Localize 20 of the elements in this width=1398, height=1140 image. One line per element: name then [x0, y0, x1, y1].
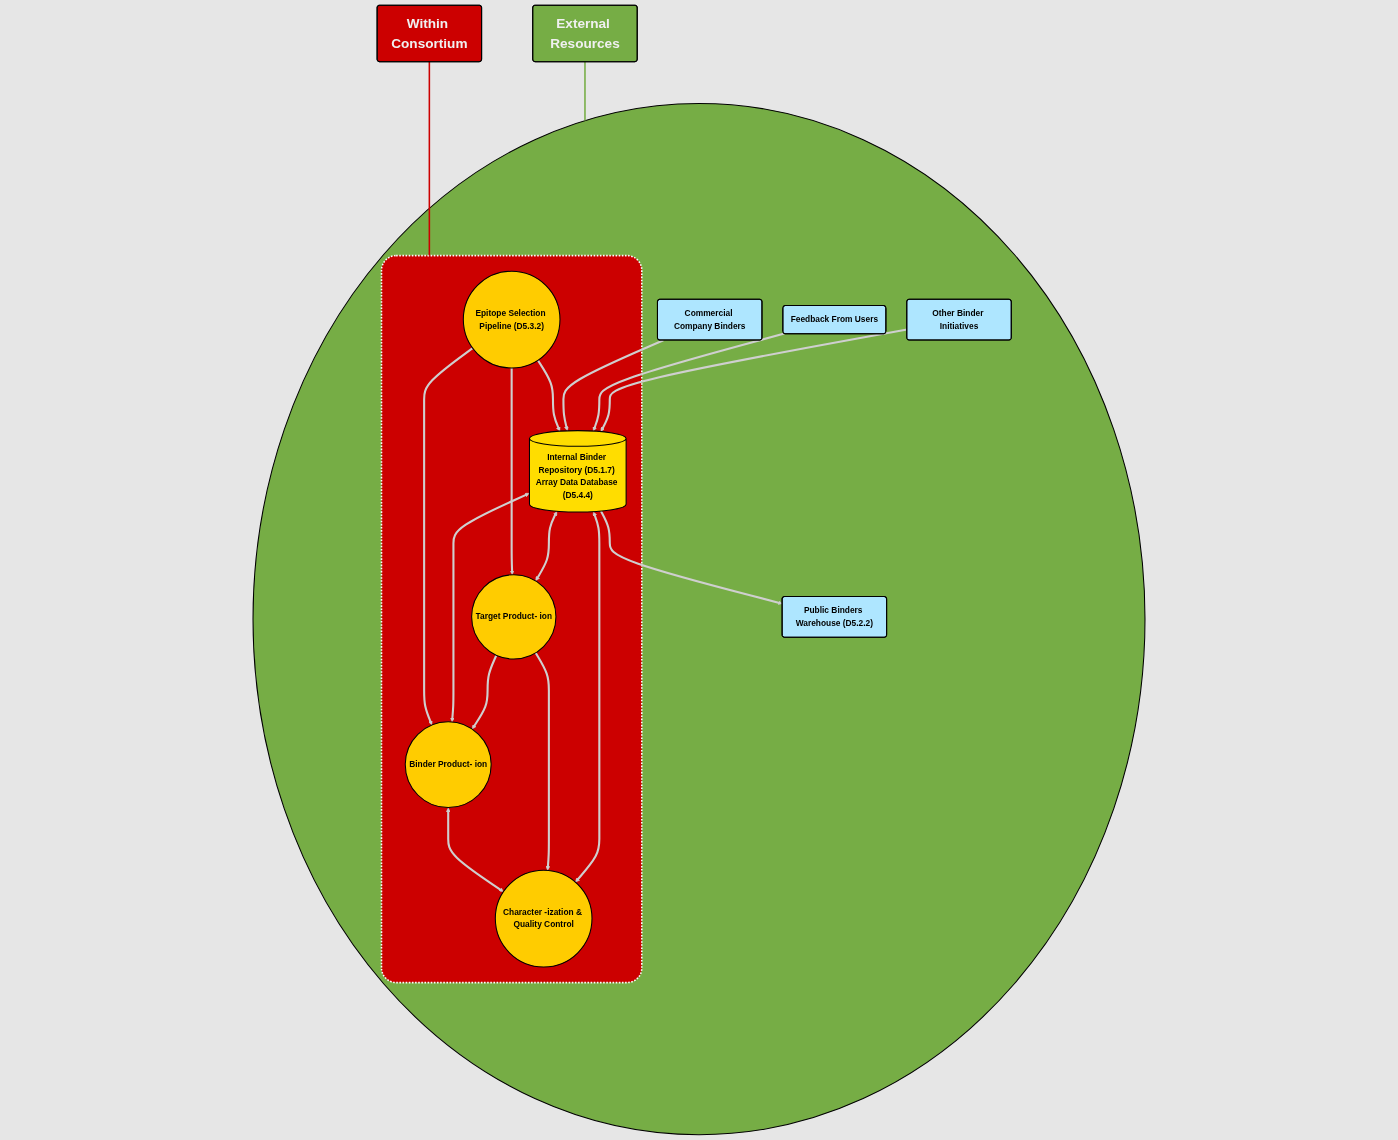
arrow	[537, 359, 561, 432]
node-circle: Target Product- ion	[471, 574, 557, 660]
arrow	[599, 510, 783, 605]
arrow	[535, 511, 558, 582]
arrow	[450, 492, 530, 723]
arrow	[575, 511, 601, 883]
arrow	[592, 332, 785, 432]
arrow	[445, 807, 504, 892]
arrow	[509, 367, 515, 575]
arrow	[471, 654, 498, 730]
node-circle: Character -ization & Quality Control	[494, 869, 593, 968]
node-circle: Binder Product- ion	[404, 721, 492, 809]
cluster	[380, 254, 643, 984]
connector	[584, 60, 586, 122]
arrow	[423, 347, 474, 726]
arrow	[562, 339, 664, 432]
node-circle: Epitope Selection Pipeline (D5.3.2)	[462, 270, 561, 369]
cluster	[252, 102, 1146, 1136]
arrow	[534, 652, 551, 871]
connector	[428, 60, 431, 257]
